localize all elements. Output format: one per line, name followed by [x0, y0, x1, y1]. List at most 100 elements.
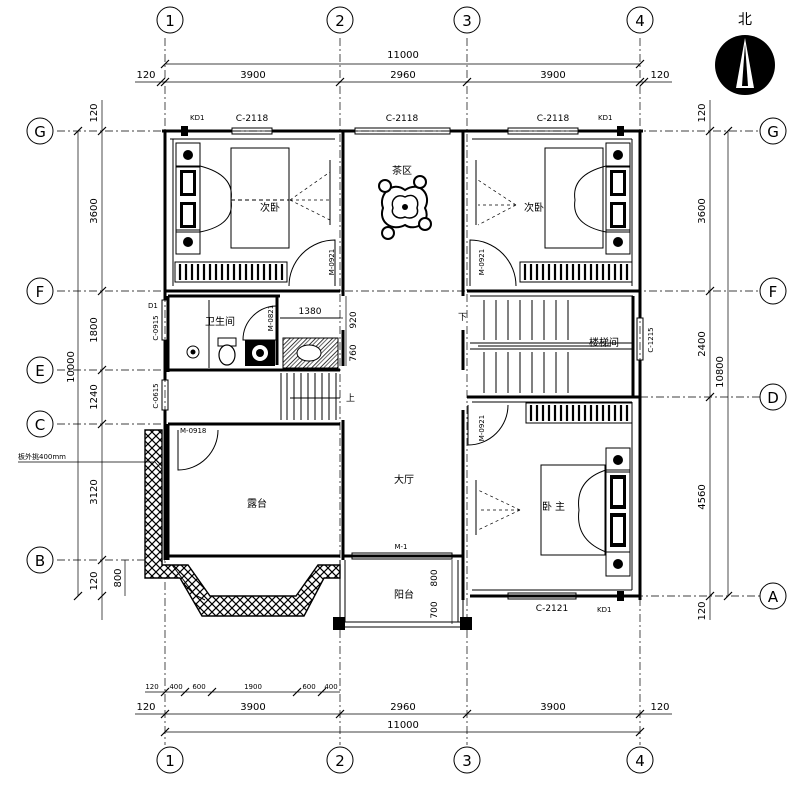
axis-bubble-row-E-left: E: [26, 356, 54, 384]
svg-text:600: 600: [302, 683, 315, 691]
axis-bubble-row-G-left: G: [26, 117, 54, 145]
axis-bubble-col-3-top: 3: [453, 6, 481, 34]
svg-text:120: 120: [136, 702, 155, 713]
axis-bubble-row-C-left: C: [26, 410, 54, 438]
svg-text:11000: 11000: [387, 50, 419, 61]
north-label: 北: [738, 12, 752, 28]
svg-text:400: 400: [324, 683, 337, 691]
svg-text:3120: 3120: [89, 479, 100, 504]
svg-text:C-2118: C-2118: [236, 114, 269, 124]
svg-text:600: 600: [192, 683, 205, 691]
svg-text:4: 4: [635, 12, 645, 30]
room-tea-area: 茶区: [392, 164, 412, 177]
svg-text:120: 120: [697, 103, 708, 122]
svg-text:上: 上: [346, 393, 355, 404]
room-bathroom: 卫生间: [205, 315, 235, 328]
svg-text:KD1: KD1: [598, 114, 612, 122]
svg-text:2960: 2960: [390, 702, 415, 713]
axis-bubble-row-A-right: A: [759, 582, 787, 610]
stair-left: [280, 373, 340, 420]
svg-text:120: 120: [697, 601, 708, 620]
room-hall: 大厅: [394, 473, 414, 486]
svg-text:M-0918: M-0918: [180, 427, 206, 435]
room-stair: 楼梯间: [589, 336, 619, 349]
svg-text:M-0921: M-0921: [478, 415, 486, 441]
svg-text:760: 760: [349, 344, 359, 361]
room-master-a: 卧: [542, 500, 552, 513]
svg-text:2: 2: [335, 752, 345, 770]
axis-bubble-row-D-right: D: [759, 383, 787, 411]
svg-text:C-2118: C-2118: [537, 114, 570, 124]
svg-text:3600: 3600: [697, 198, 708, 223]
svg-text:C-0915: C-0915: [152, 315, 160, 340]
svg-text:M-0921: M-0921: [328, 249, 336, 275]
svg-text:1800: 1800: [89, 317, 100, 342]
svg-text:3: 3: [462, 12, 472, 30]
svg-text:1900: 1900: [244, 683, 262, 691]
svg-text:10800: 10800: [715, 356, 726, 388]
axis-bubble-col-4-bottom: 4: [626, 746, 654, 774]
svg-text:1240: 1240: [89, 384, 100, 409]
svg-text:4: 4: [635, 752, 645, 770]
svg-text:120: 120: [650, 702, 669, 713]
internal-dimensions: 1380 920 760 800 700: [280, 296, 440, 619]
svg-text:3: 3: [462, 752, 472, 770]
svg-text:920: 920: [349, 311, 359, 328]
axis-bubble-col-1-bottom: 1: [156, 746, 184, 774]
svg-text:F: F: [36, 283, 45, 301]
svg-text:C-2118: C-2118: [386, 114, 419, 124]
corner-posts: [181, 126, 624, 630]
svg-text:3900: 3900: [540, 702, 565, 713]
svg-text:下: 下: [458, 313, 467, 323]
svg-text:D: D: [767, 389, 779, 407]
tea-table: [378, 175, 432, 240]
svg-text:3600: 3600: [89, 198, 100, 223]
bottom-dimensions: 120 400 600 1900 600 400 120 3900 2960 3…: [135, 683, 672, 737]
svg-text:M-0921: M-0921: [478, 249, 486, 275]
svg-text:1: 1: [165, 752, 175, 770]
windows: [161, 127, 644, 600]
svg-text:KD1: KD1: [190, 114, 204, 122]
svg-text:120: 120: [650, 70, 669, 81]
balcony: [339, 560, 466, 628]
cantilever-slab: [144, 429, 341, 617]
svg-text:2: 2: [335, 12, 345, 30]
svg-text:C-2121: C-2121: [536, 604, 568, 614]
svg-text:板外挑400mm: 板外挑400mm: [18, 452, 66, 461]
stair-room-stairs: [470, 295, 633, 393]
svg-text:400: 400: [169, 683, 182, 691]
svg-text:D1: D1: [148, 302, 158, 310]
svg-text:3900: 3900: [240, 702, 265, 713]
svg-text:120: 120: [89, 103, 100, 122]
svg-text:M-0821: M-0821: [267, 305, 275, 331]
element-labels: KD1 KD1 KD1 C-2118 C-2118 C-2118 C-2121 …: [18, 114, 655, 614]
doors: [177, 160, 517, 535]
svg-text:G: G: [767, 123, 779, 141]
svg-text:2400: 2400: [697, 331, 708, 356]
svg-text:C: C: [35, 416, 45, 434]
svg-text:3900: 3900: [540, 70, 565, 81]
axis-bubble-col-3-bottom: 3: [453, 746, 481, 774]
bed-left: [175, 142, 290, 255]
top-dimensions: 11000 120 3900 2960 3900 120: [135, 50, 672, 87]
axis-bubble-row-G-right: G: [759, 117, 787, 145]
svg-text:KD1: KD1: [597, 606, 611, 614]
svg-text:1: 1: [165, 12, 175, 30]
svg-text:G: G: [34, 123, 46, 141]
bed-right: [544, 142, 631, 255]
svg-text:F: F: [769, 283, 778, 301]
svg-text:10000: 10000: [66, 351, 77, 383]
svg-text:A: A: [768, 588, 779, 606]
svg-text:700: 700: [430, 601, 440, 618]
north-compass: 北: [715, 12, 775, 95]
svg-text:800: 800: [430, 569, 440, 586]
svg-text:120: 120: [89, 571, 100, 590]
sight-lines: [289, 171, 521, 531]
bed-master: [540, 447, 631, 577]
left-dimensions: 120 3600 1800 1240 3120 120 10000 800: [66, 100, 126, 620]
walls: [162, 129, 643, 600]
axis-bubble-row-B-left: B: [26, 546, 54, 574]
bathroom-fixtures: [186, 300, 340, 369]
wardrobes: [174, 261, 633, 424]
